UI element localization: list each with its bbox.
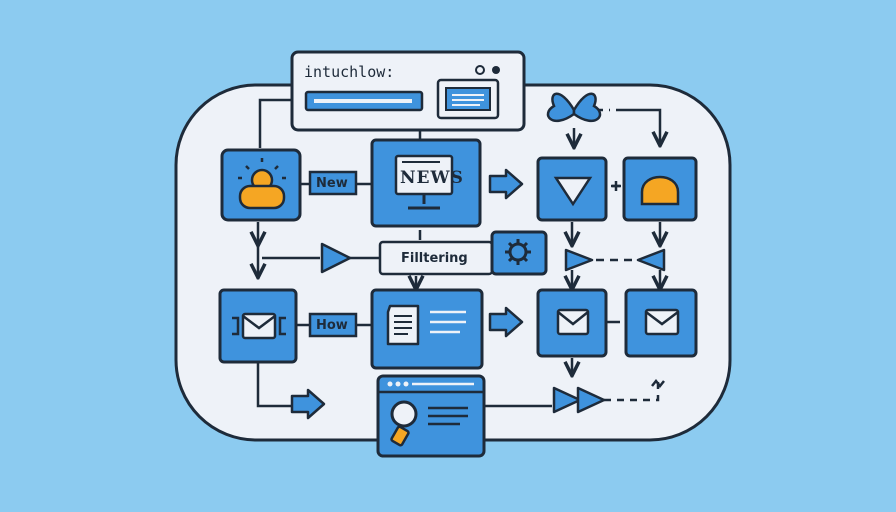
- mail-icon: [644, 308, 680, 336]
- mail-node: [218, 288, 372, 364]
- gear-node: [490, 230, 548, 276]
- mail-node-right-1: [536, 288, 608, 358]
- triangle-right-icon: [564, 248, 594, 272]
- mail-icon: [241, 312, 277, 340]
- butterfly-icon: [546, 92, 602, 122]
- news-monitor-node: [370, 138, 482, 228]
- arrow-right-icon: [290, 388, 326, 420]
- browser-search-node: [376, 374, 486, 458]
- search-icon: [390, 400, 418, 447]
- gear-icon: [505, 239, 531, 265]
- plus-icon: [611, 181, 621, 191]
- document-icon: [386, 304, 420, 346]
- window-dot-icon: [475, 65, 485, 75]
- double-play-icon: [552, 386, 606, 414]
- window-dot-icon: [492, 66, 500, 74]
- document-node: [370, 288, 484, 370]
- person-node: [220, 148, 302, 222]
- arrow-right-icon: [488, 306, 524, 338]
- play-arrow-icon: [320, 242, 352, 274]
- mail-node-right-2: [624, 288, 698, 358]
- triangle-node: [536, 156, 608, 222]
- mail-icon: [556, 308, 590, 336]
- dome-icon: [640, 175, 680, 206]
- person-icon: [238, 168, 286, 210]
- new-tag: [308, 170, 358, 196]
- dome-node: [622, 156, 698, 222]
- arrow-right-icon: [488, 168, 524, 200]
- how-tag: [308, 312, 358, 338]
- filtering-box: [378, 240, 494, 276]
- header-window: [290, 50, 526, 132]
- triangle-left-icon: [636, 248, 666, 272]
- triangle-down-icon: [553, 176, 593, 207]
